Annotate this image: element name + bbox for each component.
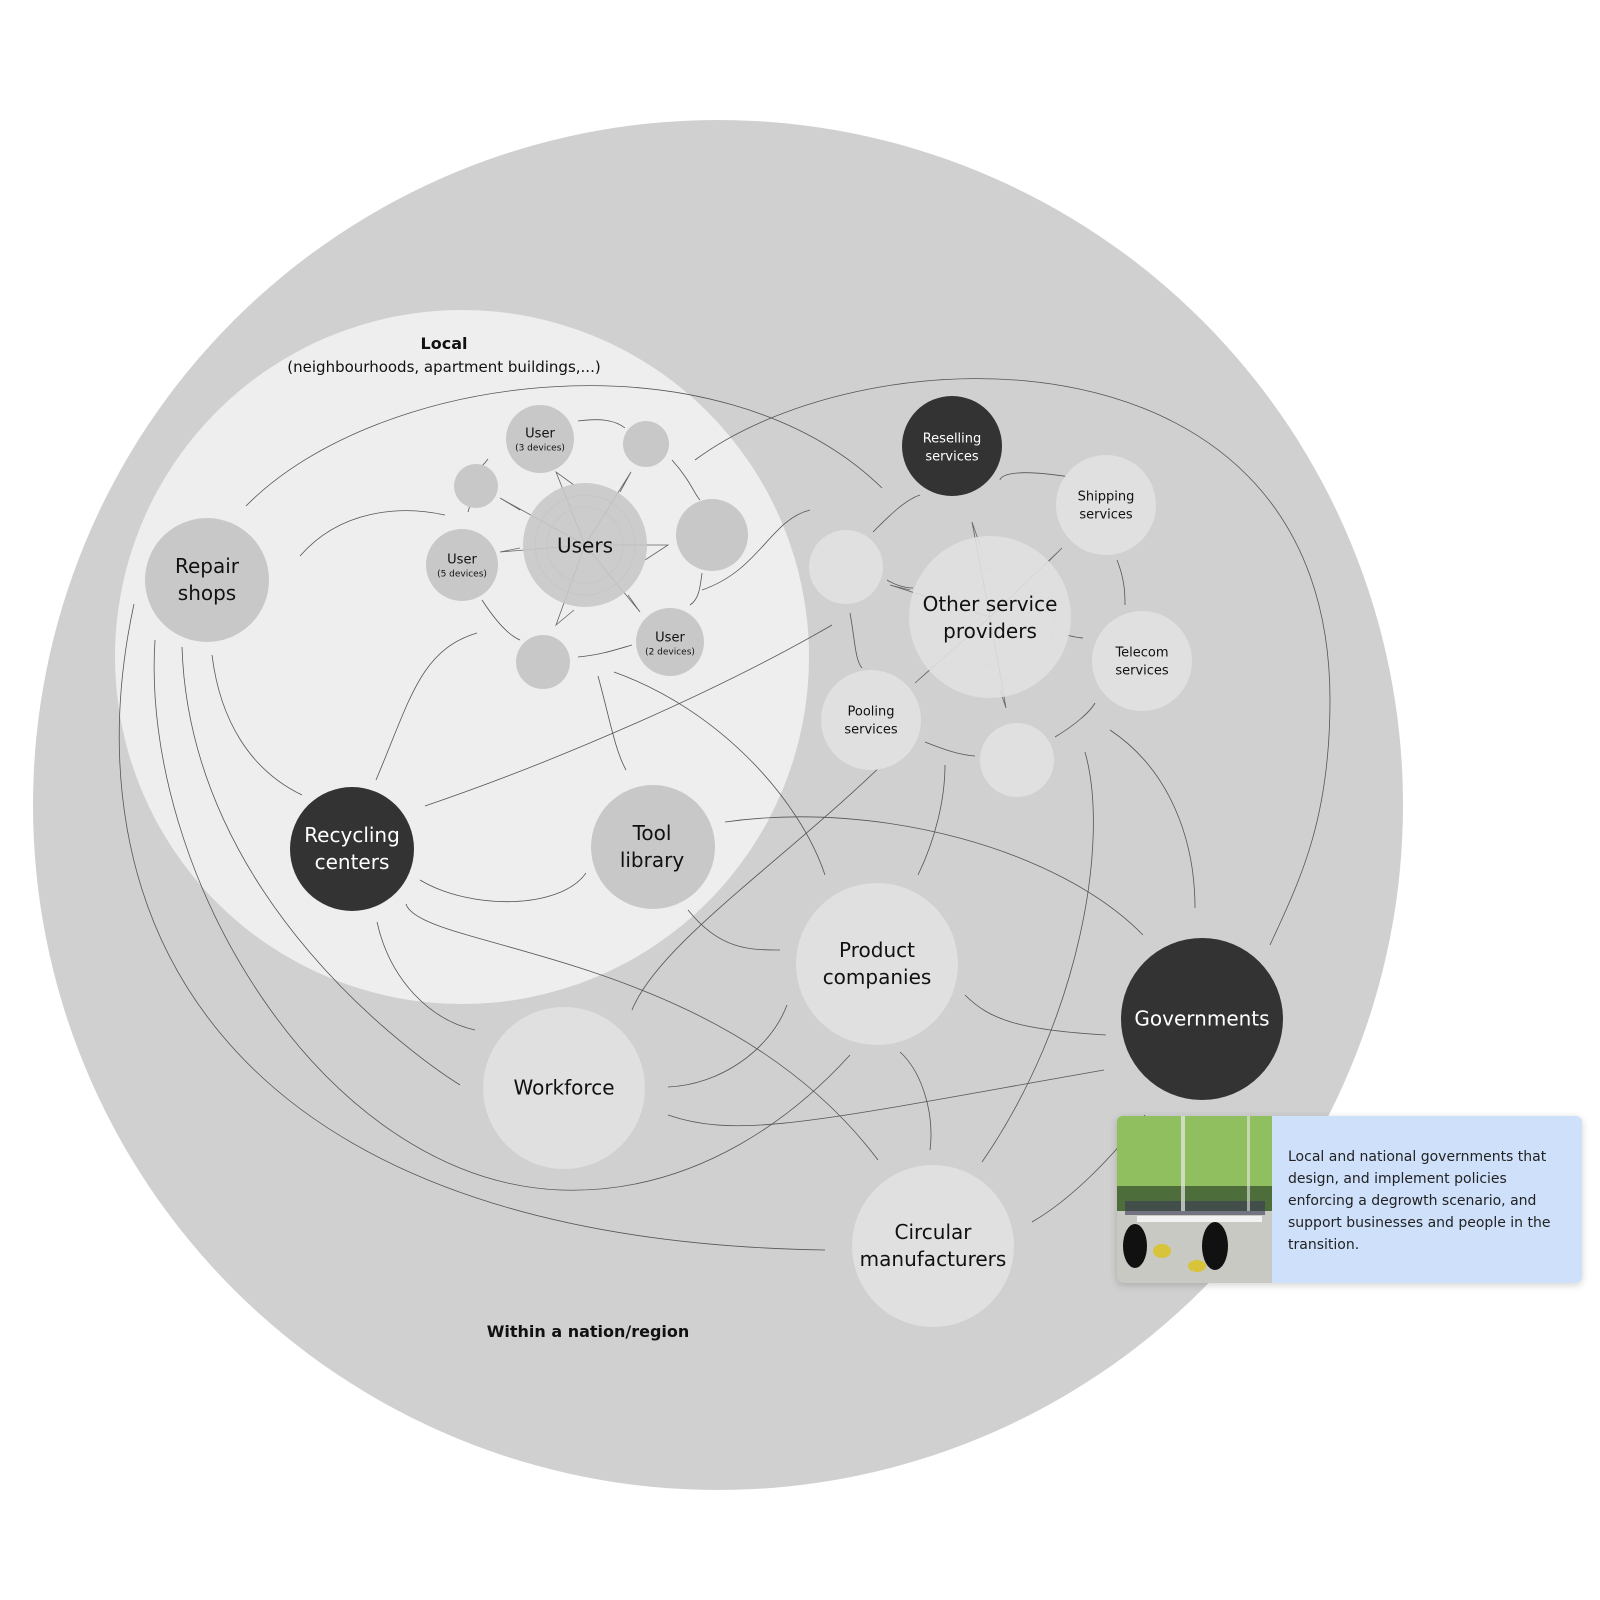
- users-node[interactable]: [523, 483, 647, 607]
- meeting-photo: [1117, 1116, 1272, 1283]
- local-region-circle: [115, 310, 809, 1004]
- info-card-text: Local and national governments that desi…: [1288, 1146, 1568, 1256]
- user-node-right[interactable]: [676, 499, 748, 571]
- recycling-centers-node[interactable]: [290, 787, 414, 911]
- governments-node[interactable]: [1121, 938, 1283, 1100]
- user-3-devices-node[interactable]: [506, 405, 574, 473]
- user-node-small-left[interactable]: [454, 464, 498, 508]
- circular-manufacturers-node[interactable]: [852, 1165, 1014, 1327]
- reselling-services-node[interactable]: [902, 396, 1002, 496]
- telecom-services-node[interactable]: [1092, 611, 1192, 711]
- user-node-small-top-right[interactable]: [623, 421, 669, 467]
- product-companies-node[interactable]: [796, 883, 958, 1045]
- user-2-devices-node[interactable]: [636, 608, 704, 676]
- workforce-node[interactable]: [483, 1007, 645, 1169]
- user-node-small-bottom[interactable]: [516, 635, 570, 689]
- other-service-providers-node[interactable]: [909, 536, 1071, 698]
- local-region-title: Local: [421, 334, 468, 353]
- pooling-services-node[interactable]: [821, 670, 921, 770]
- local-region-subtitle: (neighbourhoods, apartment buildings,...…: [287, 358, 600, 376]
- nation-region-title: Within a nation/region: [487, 1322, 690, 1341]
- user-5-devices-node[interactable]: [426, 529, 498, 601]
- tool-library-node[interactable]: [591, 785, 715, 909]
- governments-info-card: Local and national governments that desi…: [1117, 1116, 1582, 1283]
- provider-node-small-bottom[interactable]: [980, 723, 1054, 797]
- provider-node-small-left[interactable]: [809, 530, 883, 604]
- repair-shops-node[interactable]: [145, 518, 269, 642]
- shipping-services-node[interactable]: [1056, 455, 1156, 555]
